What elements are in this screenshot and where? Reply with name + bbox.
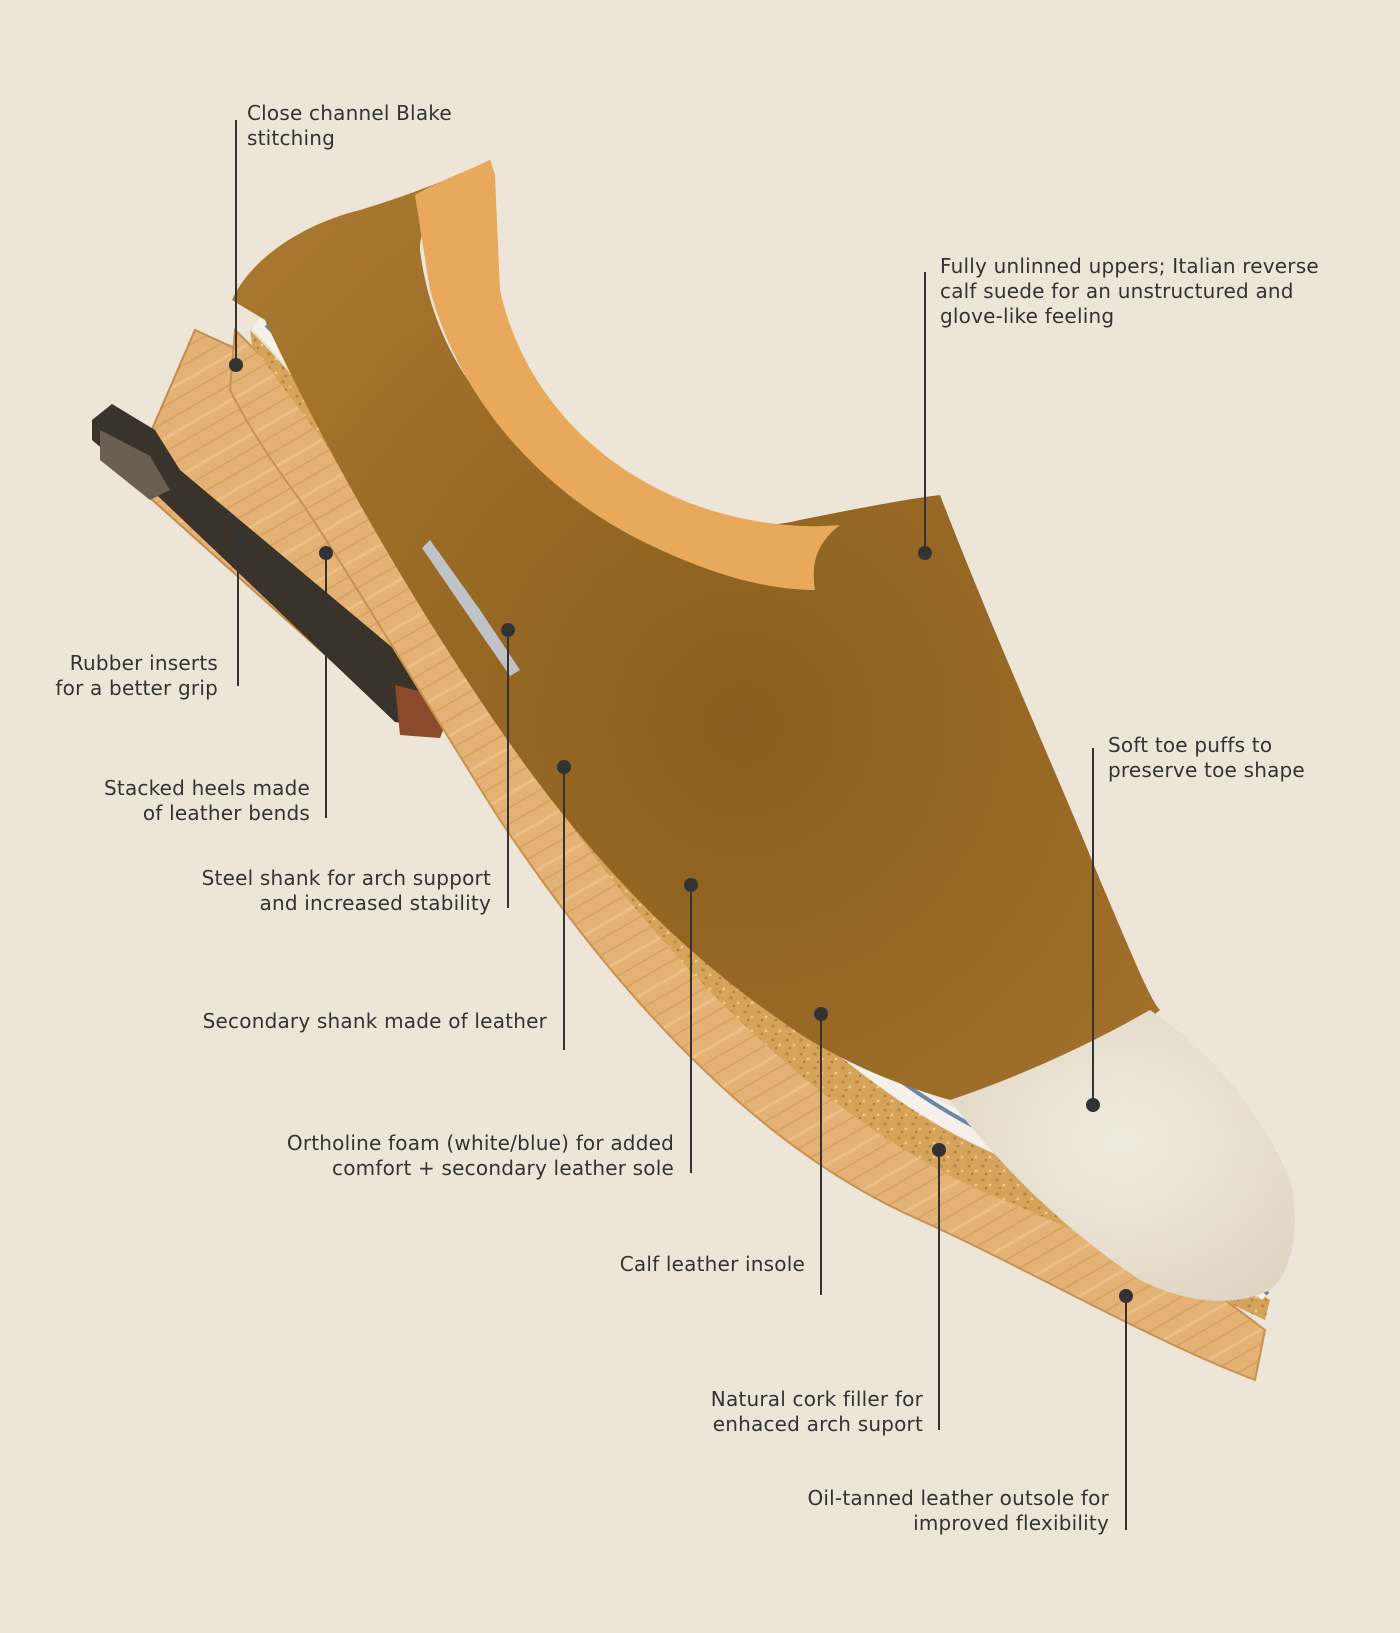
marker-rubber [231,531,245,545]
label-outsole: Oil-tanned leather outsole for improved … [807,1486,1109,1535]
label-insole: Calf leather insole [619,1252,805,1276]
label-toe-puffs: Soft toe puffs to preserve toe shape [1108,733,1305,782]
marker-close-channel [229,358,243,372]
marker-uppers [918,546,932,560]
upper-lining [415,160,840,590]
label-close-channel: Close channel Blake stitching [247,101,452,150]
rubber-insert [92,404,455,730]
label-steel-shank: Steel shank for arch support and increas… [201,866,491,915]
marker-steel [501,623,515,637]
label-rubber-inserts: Rubber inserts for a better grip [55,651,218,700]
label-secondary-shank: Secondary shank made of leather [202,1009,547,1033]
marker-outsole [1119,1289,1133,1303]
marker-cork [932,1143,946,1157]
label-uppers: Fully unlinned uppers; Italian reverse c… [940,254,1319,328]
label-cork: Natural cork filler for enhaced arch sup… [710,1387,923,1436]
label-stacked-heels: Stacked heels made of leather bends [104,776,310,825]
marker-secondary [557,760,571,774]
marker-stacked [319,546,333,560]
label-ortholine: Ortholine foam (white/blue) for added co… [286,1131,674,1180]
marker-insole [814,1007,828,1021]
marker-toe [1086,1098,1100,1112]
suede-upper [232,160,1160,1100]
toe-puff [950,1010,1295,1301]
marker-ortholine [684,878,698,892]
